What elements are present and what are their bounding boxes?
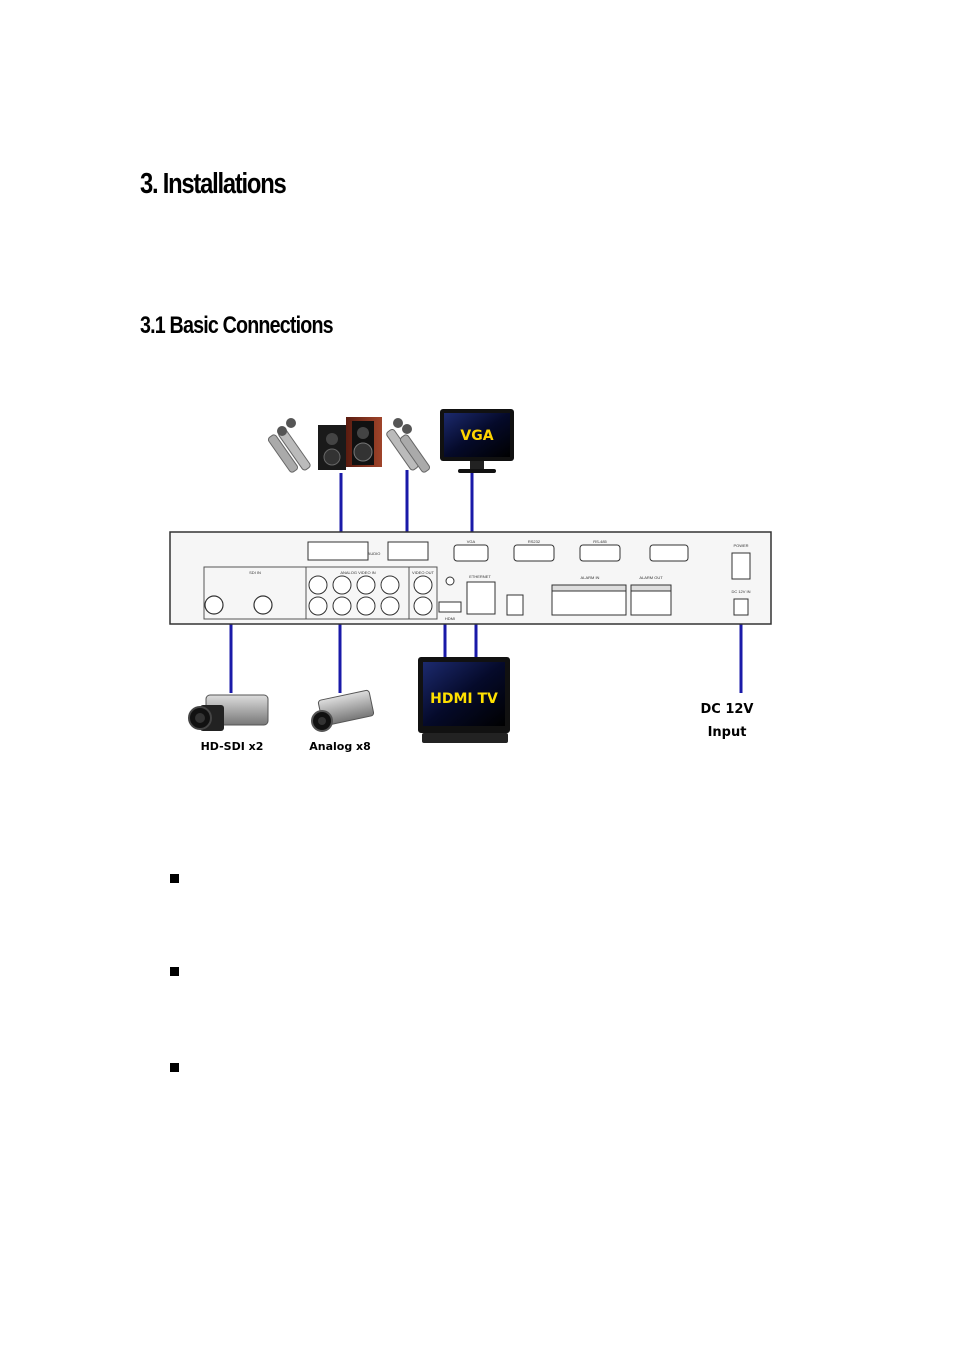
- section-heading: 3. Installations: [140, 168, 287, 200]
- hd-sdi-camera-icon: [188, 694, 269, 731]
- connection-lines: [229, 470, 743, 693]
- panel-sdi-in-label: SDI IN: [249, 570, 261, 575]
- speaker-icon: [318, 417, 382, 470]
- vga-label: VGA: [460, 428, 493, 444]
- bullet-marker: [170, 874, 179, 883]
- dc-input-label: Input: [708, 725, 747, 740]
- panel-vga-label: VGA: [467, 539, 476, 544]
- rear-panel: SDI IN AUDIO ANALOG VIDEO IN VIDEO OUT V…: [169, 531, 772, 625]
- basic-connections-diagram: VGA SDI IN AUDIO ANALOG VIDEO IN: [169, 409, 772, 753]
- panel-dc12v-label: DC 12V IN: [731, 589, 750, 594]
- panel-power-label: POWER: [733, 543, 748, 548]
- panel-video-out-label: VIDEO OUT: [412, 570, 435, 575]
- panel-ethernet-label: ETHERNET: [469, 574, 491, 579]
- panel-hdmi-label: HDMI: [445, 616, 455, 621]
- dc-12v-label: DC 12V: [700, 702, 753, 717]
- hdmi-tv: HDMI TV: [418, 657, 510, 743]
- panel-alarm-out-label: ALARM OUT: [639, 575, 663, 580]
- microphone-icon: [267, 418, 311, 473]
- panel-audio-label: AUDIO: [368, 551, 381, 556]
- panel-analog-video-in-label: ANALOG VIDEO IN: [340, 570, 375, 575]
- panel-alarm-in-label: ALARM IN: [581, 575, 600, 580]
- microphone-icon: [386, 418, 431, 473]
- panel-rs485-label: RS-485: [593, 539, 607, 544]
- bullet-marker: [170, 1063, 179, 1072]
- analog-camera-icon: [311, 689, 375, 732]
- bullet-marker: [170, 967, 179, 976]
- panel-rs232-label: RS232: [528, 539, 541, 544]
- hdmi-tv-label: HDMI TV: [430, 691, 498, 707]
- analog-label: Analog x8: [309, 740, 371, 753]
- subsection-heading: 3.1 Basic Connections: [140, 312, 334, 339]
- vga-monitor: VGA: [440, 409, 514, 473]
- hd-sdi-label: HD-SDI x2: [201, 740, 264, 753]
